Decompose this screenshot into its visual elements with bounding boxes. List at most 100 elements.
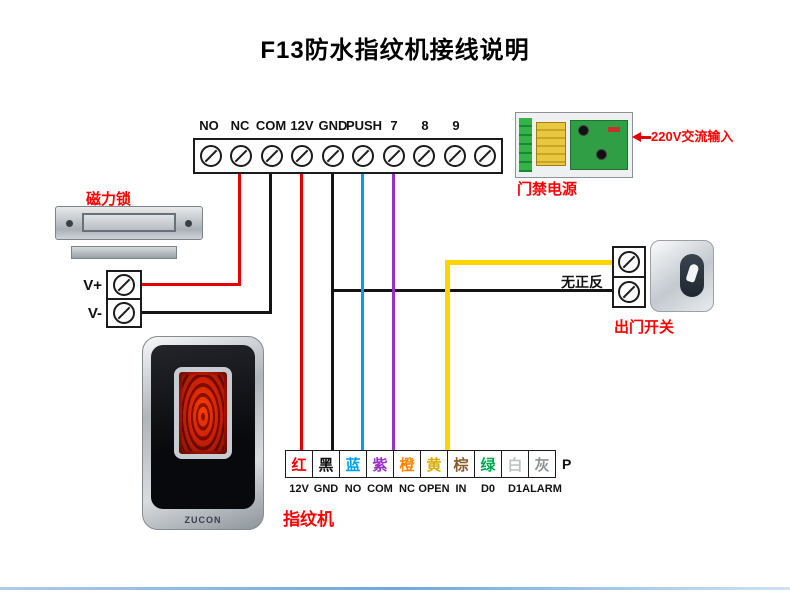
wire-purple-7 [392,174,395,452]
arrow-head [632,132,641,142]
maglock-body [55,206,203,240]
terminal-label-no: NO [199,118,219,133]
screw-terminal [200,145,222,167]
wire-color-char: 紫 [372,456,388,474]
psu-capacitor [596,149,607,160]
screw-terminal [260,145,283,167]
brand-logo: ZUCON [184,515,222,525]
maglock-terminal-vminus [106,298,142,328]
pin-label-alarm: ALARM [522,483,562,495]
power-terminal-strip [193,138,503,174]
arrow-shaft [641,135,651,139]
wire-color-char: 黄 [426,456,442,474]
wire-black-exit-branch [332,289,612,292]
pin-label-in: IN [455,483,467,495]
screw-terminal [443,145,466,167]
wire-color-char: 白 [507,456,523,474]
screw-terminal [321,145,344,167]
wire-terminal-cell: 紫 [366,450,394,478]
screw-terminal [382,145,405,167]
wire-terminal-cell: 绿 [474,450,502,478]
maglock-image [55,206,203,262]
terminal-label-push: PUSH [345,118,383,133]
wire-blue-push [361,174,364,452]
terminal-label-nc: NC [230,118,250,133]
wire-red-lock-vertical [238,174,241,286]
wire-yellow-exit-horizontal [445,260,614,265]
pin-label-d0: D0 [480,483,496,495]
pin-label-open: OPEN [418,483,450,495]
terminal-label-8: 8 [421,118,429,133]
fingerprint-sensor-window [174,367,232,459]
exit-terminal-bottom [612,276,646,308]
maglock-vplus-label: V+ [83,277,102,294]
fingerprint-terminal-strip: 红 黑 蓝 紫 橙 黄 棕 绿 白 灰 [285,450,556,478]
screw-terminal [413,145,436,167]
fingerprint-label: 指纹机 [283,510,334,529]
psu-resistor [608,127,620,132]
terminal-label-gnd: GND [318,118,348,133]
screw-terminal [352,145,375,167]
screw-terminal [473,145,496,167]
power-supply-label: 门禁电源 [517,181,578,198]
exit-no-polarity-note: 无正反 [561,274,603,290]
wire-color-char: 橙 [399,456,415,474]
power-supply-image [515,112,633,178]
wire-red-12v [300,174,303,452]
wire-terminal-cell: 棕 [447,450,475,478]
pin-label-d1: D1 [507,483,523,495]
pin-label-com: COM [367,483,393,495]
wire-terminal-cell: 黑 [312,450,340,478]
wire-black-lock-vertical [269,174,272,314]
maglock-vminus-label: V- [87,305,102,322]
wire-color-char: 黑 [318,456,334,474]
pin-label-nc: NC [399,483,415,495]
maglock-label: 磁力锁 [86,191,132,208]
psu-terminal-block [519,118,532,172]
terminal-label-com: COM [255,118,287,133]
wire-color-char: 绿 [480,456,496,474]
port-suffix-label: P [562,456,572,472]
pin-label-gnd: GND [313,483,339,495]
wire-color-char: 棕 [453,456,469,474]
screw-terminal [113,274,135,296]
ac-input-label: 220V交流输入 [651,129,734,144]
wire-color-char: 灰 [534,456,550,474]
terminal-label-12v: 12V [290,118,314,133]
exit-button-label: 出门开关 [614,319,675,336]
wire-red-lock-horizontal [142,283,241,286]
fingerprint-reader-image: ZUCON [142,336,264,530]
wire-black-lock-horizontal [142,311,272,314]
maglock-screw-dot [185,220,192,227]
screw-terminal [230,145,253,167]
wire-terminal-cell: 红 [285,450,313,478]
wire-terminal-cell: 灰 [528,450,556,478]
fingerprint-ridges [182,375,224,451]
screw-terminal [618,281,640,303]
fingerprint-reader-panel [151,345,255,509]
ac-input-arrow-icon [632,132,651,142]
exit-terminal-top [612,246,646,278]
maglock-screw-dot [66,220,73,227]
wire-black-gnd [331,174,334,452]
psu-transformer [536,122,566,166]
maglock-terminal-vplus [106,270,142,300]
wire-terminal-cell: 白 [501,450,529,478]
wire-yellow-exit-vertical [445,260,450,452]
psu-capacitor [578,125,589,136]
maglock-face [82,213,176,232]
screw-terminal [113,302,135,324]
wire-color-char: 红 [291,456,307,474]
exit-button-image [650,240,714,312]
page-title: F13防水指纹机接线说明 [260,37,530,64]
screw-terminal [291,145,314,167]
bottom-border [0,587,790,590]
terminal-label-9: 9 [452,118,460,133]
wire-terminal-cell: 橙 [393,450,421,478]
maglock-armature-plate [71,246,177,259]
pin-label-no: NO [344,483,362,495]
terminal-label-7: 7 [390,118,398,133]
pin-label-12v: 12V [289,483,309,495]
screw-terminal [618,251,640,273]
